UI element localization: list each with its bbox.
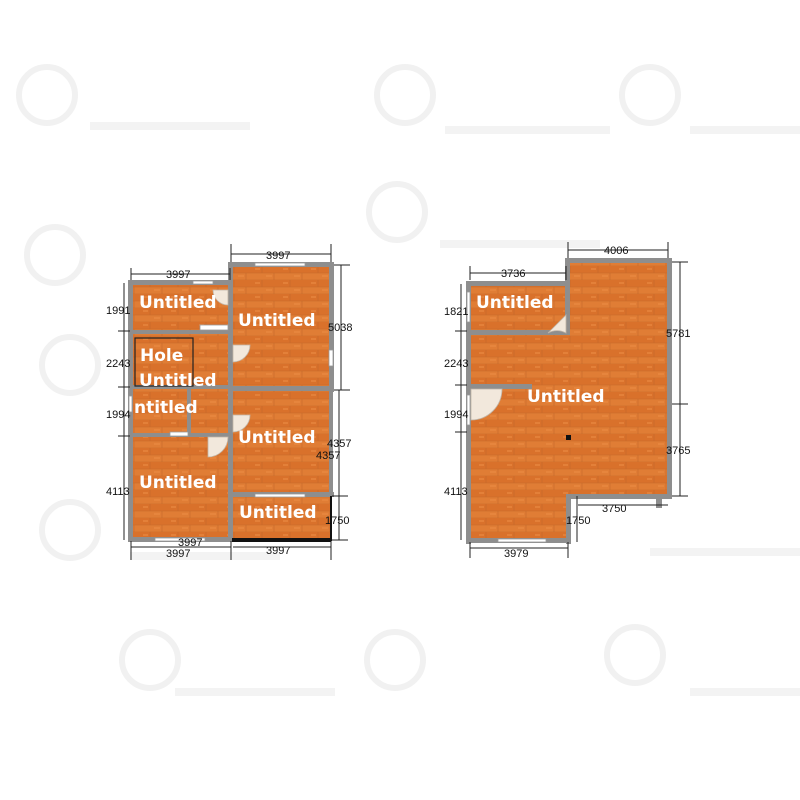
dimension-label: 3997 bbox=[266, 250, 290, 262]
left-floor-plan: Untitled Untitled Hole Untitled ntitled … bbox=[106, 244, 352, 560]
dimension-label: 2243 bbox=[106, 358, 130, 370]
room-floor bbox=[233, 496, 331, 540]
watermark-logo bbox=[374, 64, 436, 126]
door-swing bbox=[232, 414, 251, 433]
watermark-logo bbox=[16, 64, 78, 126]
watermark-logo bbox=[604, 624, 666, 686]
door-swing bbox=[547, 314, 567, 334]
room-floor bbox=[131, 333, 232, 387]
doors bbox=[470, 314, 567, 421]
dimension-label: 1750 bbox=[566, 515, 590, 527]
watermark-logo bbox=[619, 64, 681, 126]
door-swing bbox=[207, 436, 229, 458]
dimension-label: 4357 bbox=[316, 450, 340, 462]
room-label: Untitled bbox=[527, 387, 605, 407]
watermark-logo bbox=[364, 629, 426, 691]
room-label: Untitled bbox=[238, 428, 316, 448]
floor-marker bbox=[566, 435, 571, 440]
dimension-label: 4006 bbox=[604, 245, 628, 257]
dimension-lines bbox=[118, 244, 350, 560]
room-label: Hole bbox=[140, 346, 183, 366]
room-label: ntitled bbox=[134, 398, 198, 418]
room-floor bbox=[131, 389, 232, 435]
watermark-logo bbox=[119, 629, 181, 691]
dimension-label: 1994 bbox=[444, 409, 468, 421]
watermark-logo bbox=[366, 181, 428, 243]
dimension-label: 3997 bbox=[166, 269, 190, 281]
dimension-label: 3997 bbox=[178, 537, 202, 549]
hole-outline bbox=[134, 337, 194, 387]
room-label: Untitled bbox=[238, 311, 316, 331]
dimension-label: 3765 bbox=[666, 445, 690, 457]
room-label: Untitled bbox=[139, 293, 217, 313]
dimension-label: 5781 bbox=[666, 328, 690, 340]
dimension-label: 3979 bbox=[504, 548, 528, 560]
dimension-lines bbox=[455, 242, 688, 558]
watermark-bars bbox=[90, 122, 800, 696]
right-floor-plan: Untitled Untitled 3736 4006 1 bbox=[444, 242, 690, 560]
windows bbox=[466, 291, 547, 543]
dimension-label: 5038 bbox=[328, 322, 352, 334]
dimension-label: 3997 bbox=[166, 548, 190, 560]
wall-edge bbox=[232, 538, 331, 542]
watermark-layer bbox=[16, 64, 681, 691]
dimension-label: 1750 bbox=[325, 515, 349, 527]
room-label: Untitled bbox=[476, 293, 554, 313]
dimension-label: 3997 bbox=[266, 545, 290, 557]
room-floor bbox=[233, 390, 331, 494]
watermark-logo bbox=[39, 499, 101, 561]
dimension-label: 1991 bbox=[106, 305, 130, 317]
dimension-label: 1994 bbox=[106, 409, 130, 421]
room-label: Untitled bbox=[139, 473, 217, 493]
dimension-label: 2243 bbox=[444, 358, 468, 370]
doors bbox=[207, 289, 251, 458]
door-swing bbox=[212, 289, 229, 306]
door-swing bbox=[470, 388, 503, 421]
watermark-logo bbox=[24, 224, 86, 286]
dimension-label: 4113 bbox=[444, 486, 468, 498]
room-label: Untitled bbox=[239, 503, 317, 523]
dimension-label: 3736 bbox=[501, 268, 525, 280]
watermark-logo bbox=[39, 334, 101, 396]
dimension-label: 4357 bbox=[327, 438, 351, 450]
dimension-label: 3750 bbox=[602, 503, 626, 515]
windows bbox=[128, 262, 334, 542]
dimension-label: 1821 bbox=[444, 306, 468, 318]
room-label: Untitled bbox=[139, 371, 217, 391]
door-swing bbox=[232, 344, 251, 363]
dimension-label: 4113 bbox=[106, 486, 130, 498]
room-floor bbox=[233, 265, 331, 388]
